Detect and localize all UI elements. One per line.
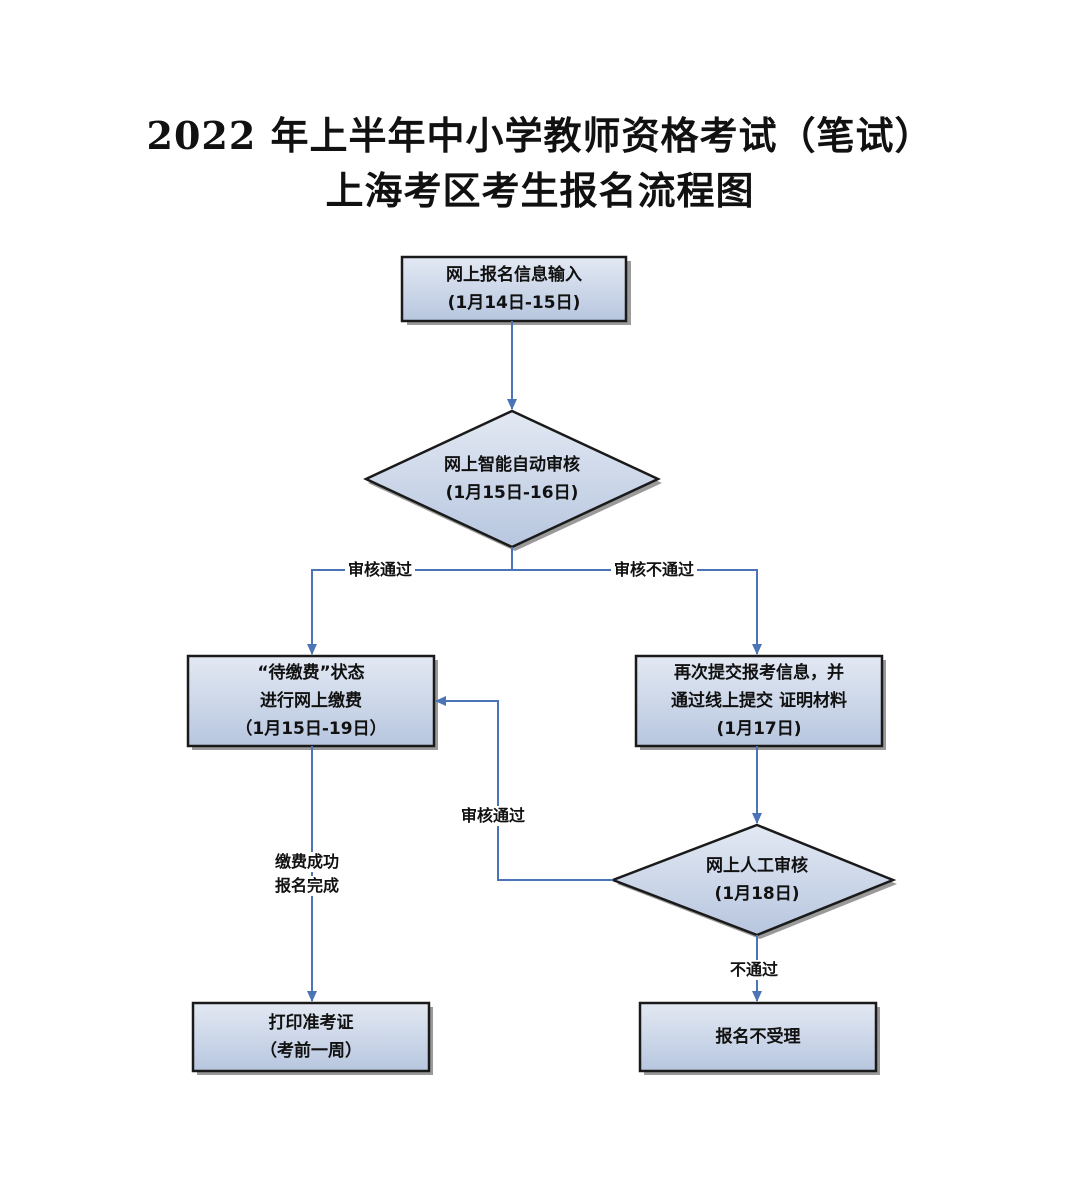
node-online-input-label: 网上报名信息输入 (1月14日-15日) bbox=[402, 261, 626, 317]
node-payment bbox=[186, 654, 436, 748]
node-line: 网上人工审核 bbox=[706, 856, 808, 876]
edge-label-pay-success-2: 报名完成 bbox=[272, 876, 343, 896]
node-line: 网上报名信息输入 bbox=[446, 265, 582, 285]
edge-label-auto-fail: 审核不通过 bbox=[611, 560, 698, 580]
edge-label-auto-pass: 审核通过 bbox=[345, 560, 416, 580]
node-manual-review-label: 网上人工审核 (1月18日) bbox=[667, 852, 847, 908]
arrow-auto-fail bbox=[512, 569, 762, 655]
node-line: 打印准考证 bbox=[268, 1013, 354, 1033]
edge-label-manual-pass: 审核通过 bbox=[458, 806, 529, 826]
edge-label-pay-success-1: 缴费成功 bbox=[272, 852, 343, 872]
node-print-ticket bbox=[191, 1001, 431, 1073]
node-line: 报名不受理 bbox=[715, 1027, 801, 1047]
node-line: (1月15日-16日) bbox=[445, 483, 579, 503]
node-payment-label: “待缴费”状态 进行网上缴费 （1月15日-19日） bbox=[188, 659, 434, 743]
node-line: (1月14日-15日) bbox=[447, 293, 581, 313]
node-rejected bbox=[638, 1001, 878, 1073]
node-line: （考前一周） bbox=[260, 1041, 362, 1061]
node-line: (1月18日) bbox=[714, 884, 800, 904]
node-resubmit-label: 再次提交报考信息，并 通过线上提交 证明材料 (1月17日) bbox=[636, 659, 882, 743]
node-line: 网上智能自动审核 bbox=[444, 455, 580, 475]
node-line: （1月15日-19日） bbox=[235, 719, 387, 739]
node-resubmit bbox=[634, 654, 884, 748]
node-print-ticket-label: 打印准考证 （考前一周） bbox=[193, 1009, 429, 1065]
node-line: 进行网上缴费 bbox=[260, 691, 362, 711]
node-rejected-label: 报名不受理 bbox=[640, 1023, 876, 1051]
node-online-input bbox=[400, 255, 628, 323]
node-line: 再次提交报考信息，并 bbox=[674, 663, 844, 683]
node-line: (1月17日) bbox=[716, 719, 802, 739]
page-title: 2022 年上半年中小学教师资格考试（笔试） bbox=[146, 113, 934, 158]
edge-label-manual-fail: 不通过 bbox=[727, 960, 782, 980]
arrow-manual-pass bbox=[435, 696, 613, 881]
page-subtitle: 上海考区考生报名流程图 bbox=[325, 168, 755, 213]
node-line: “待缴费”状态 bbox=[257, 663, 365, 683]
node-line: 通过线上提交 证明材料 bbox=[671, 691, 847, 711]
node-auto-review-label: 网上智能自动审核 (1月15日-16日) bbox=[412, 451, 612, 507]
